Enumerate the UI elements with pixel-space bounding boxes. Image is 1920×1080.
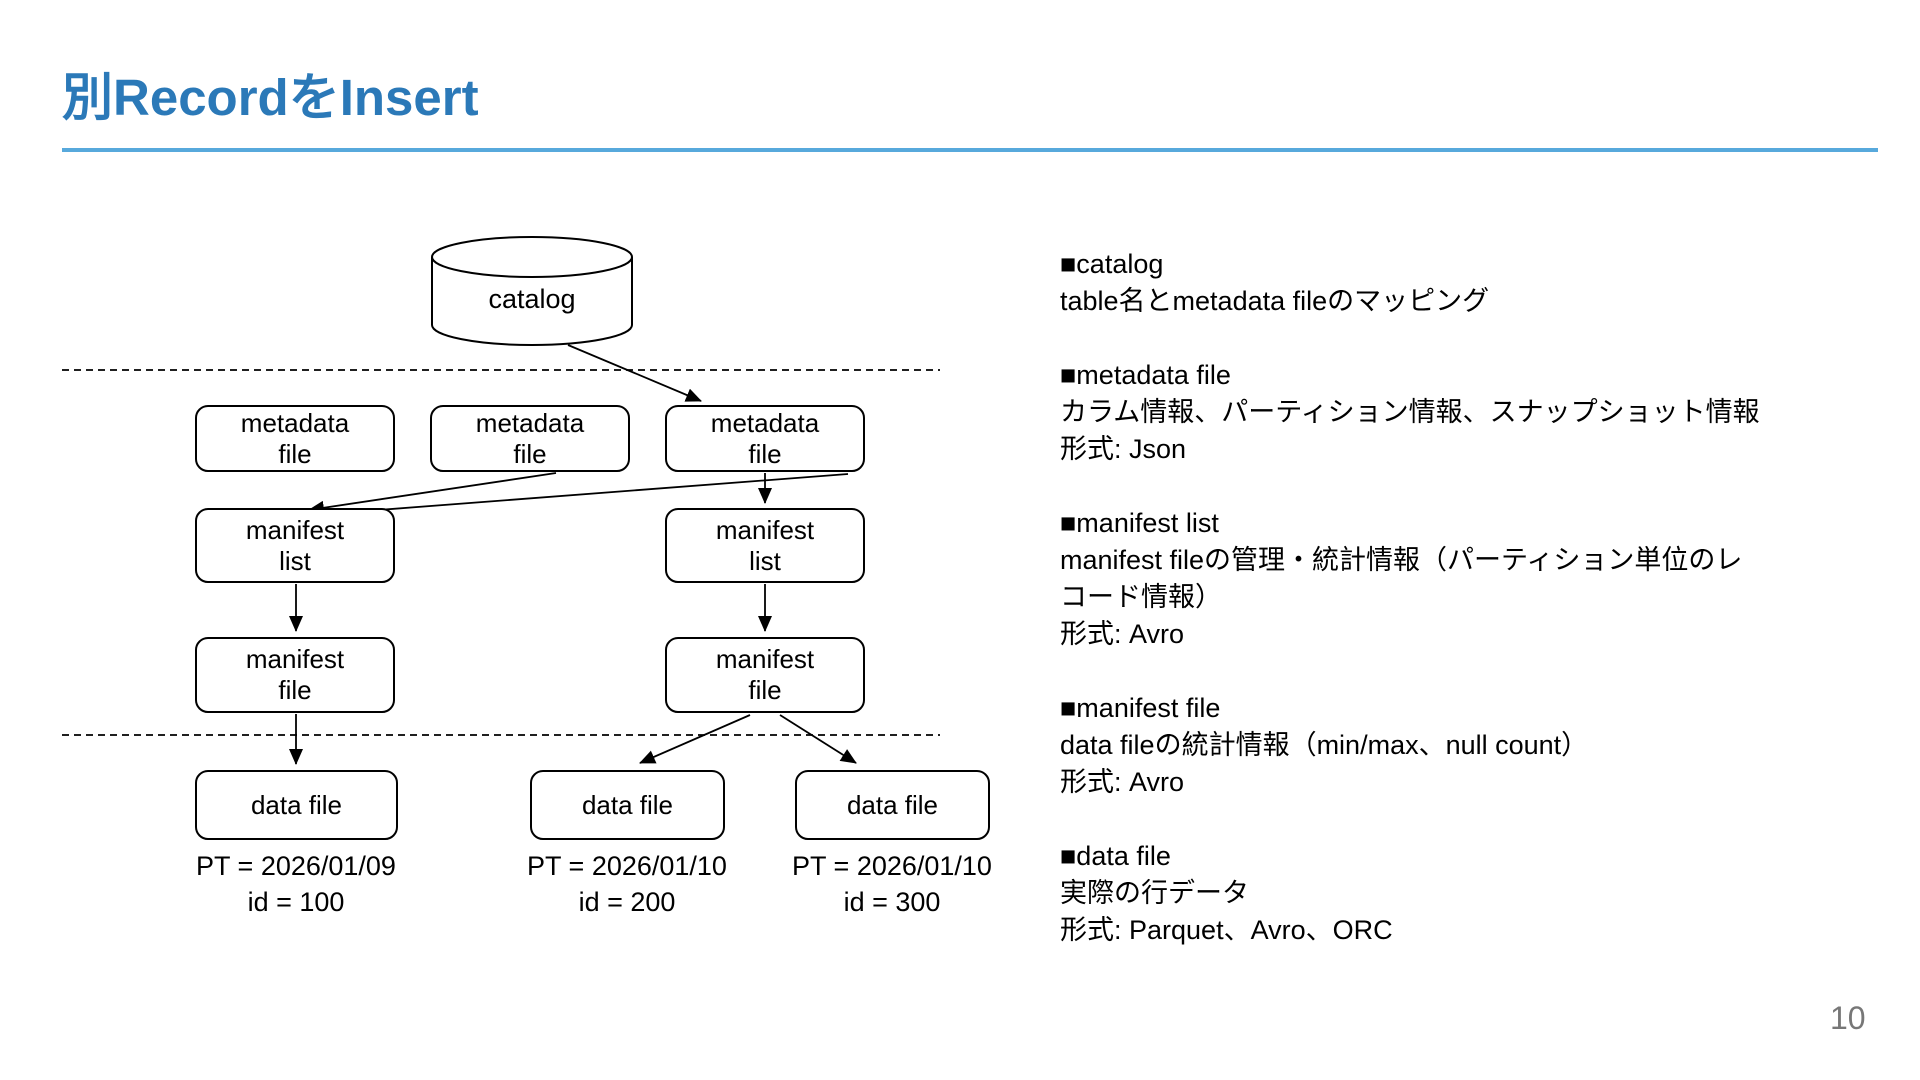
catalog-node-label: catalog <box>488 283 576 314</box>
note-heading: ■manifest list <box>1060 508 1219 538</box>
note-section-metadata-file: ■metadata file カラム情報、パーティション情報、スナップショット情… <box>1060 357 1760 468</box>
arrow-manifestfile2-to-datafile2 <box>639 714 751 764</box>
note-heading: ■data file <box>1060 841 1171 871</box>
partition-label-2: PT = 2026/01/10 id = 200 <box>527 851 727 917</box>
arrow-metadata2-to-manifestlist1 <box>308 472 557 515</box>
partition-label-3: PT = 2026/01/10 id = 300 <box>792 851 992 917</box>
note-heading: ■metadata file <box>1060 360 1231 390</box>
data-file-node-3: data file <box>795 770 990 840</box>
metadata-file-node-1: metadata file <box>195 405 395 472</box>
arrow-catalog-to-metadata3 <box>567 344 702 402</box>
note-line: manifest fileの管理・統計情報（パーティション単位のレ <box>1060 545 1743 575</box>
data-file-node-1: data file <box>195 770 398 840</box>
note-section-catalog: ■catalog table名とmetadata fileのマッピング <box>1060 246 1760 320</box>
note-section-data-file: ■data file 実際の行データ 形式: Parquet、Avro、ORC <box>1060 838 1760 949</box>
note-line: table名とmetadata fileのマッピング <box>1060 286 1490 316</box>
note-heading: ■catalog <box>1060 249 1164 279</box>
note-line: 形式: Avro <box>1060 767 1185 797</box>
note-line: カラム情報、パーティション情報、スナップショット情報 <box>1060 397 1760 427</box>
note-heading: ■manifest file <box>1060 693 1221 723</box>
note-line: 形式: Json <box>1060 434 1187 464</box>
notes-panel: ■catalog table名とmetadata fileのマッピング ■met… <box>1060 246 1760 986</box>
manifest-list-node-1: manifest list <box>195 508 395 583</box>
page-title: 別RecordをInsert <box>62 69 479 126</box>
metadata-file-node-2: metadata file <box>430 405 630 472</box>
manifest-file-node-2: manifest file <box>665 637 865 713</box>
note-line: 形式: Avro <box>1060 619 1185 649</box>
title-underline-rule <box>62 148 1878 152</box>
note-section-manifest-list: ■manifest list manifest fileの管理・統計情報（パーテ… <box>1060 505 1760 653</box>
arrow-manifestfile2-to-datafile3 <box>779 714 857 764</box>
note-line: 実際の行データ <box>1060 878 1249 908</box>
metadata-file-node-3: metadata file <box>665 405 865 472</box>
note-line: コード情報） <box>1060 582 1222 612</box>
manifest-list-node-2: manifest list <box>665 508 865 583</box>
note-line: 形式: Parquet、Avro、ORC <box>1060 915 1393 945</box>
note-section-manifest-file: ■manifest file data fileの統計情報（min/max、nu… <box>1060 690 1760 801</box>
partition-label-1: PT = 2026/01/09 id = 100 <box>196 851 396 917</box>
data-file-node-2: data file <box>530 770 725 840</box>
manifest-file-node-1: manifest file <box>195 637 395 713</box>
page-number: 10 <box>1830 1000 1866 1036</box>
note-line: data fileの統計情報（min/max、null count） <box>1060 730 1589 760</box>
